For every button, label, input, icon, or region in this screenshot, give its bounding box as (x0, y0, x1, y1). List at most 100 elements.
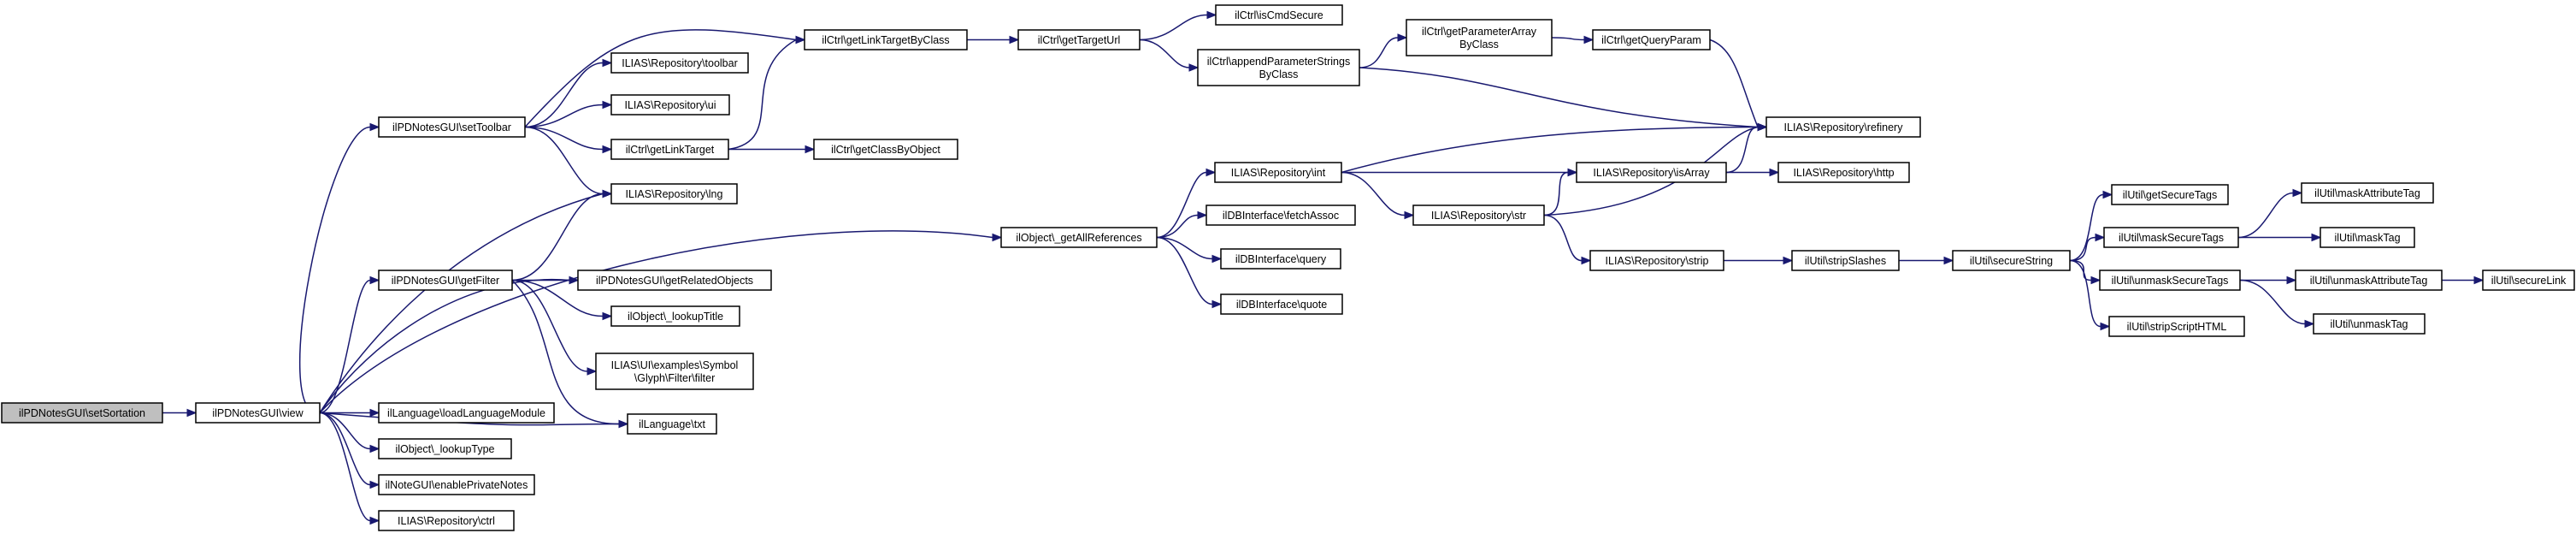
arrowhead (587, 367, 598, 376)
edge-n2-n9 (524, 100, 613, 128)
node-ilias-repository-strip[interactable]: ILIAS\Repository\strip (1589, 250, 1724, 271)
arrowhead (602, 311, 613, 321)
arrowhead (1188, 63, 1200, 72)
node-ilias-repository-ctrl[interactable]: ILIAS\Repository\ctrl (378, 510, 515, 531)
node-ilias-repository-isarray[interactable]: ILIAS\Repository\isArray (1576, 162, 1727, 183)
node-ilctrl-gettargeturl[interactable]: ilCtrl\getTargetUrl (1017, 29, 1141, 50)
edge-n3-n13 (511, 279, 613, 321)
edge-n2-n10 (524, 126, 613, 154)
edge-n1-n12 (319, 276, 580, 413)
node-ilutil-stripslashes[interactable]: ilUtil\stripSlashes (1791, 250, 1900, 271)
node-ilpdnotesgui-view[interactable]: ilPDNotesGUI\view (195, 402, 321, 424)
node-box (378, 116, 526, 138)
node-label: ilUtil\maskSecureTags (2119, 232, 2224, 244)
node-box (1220, 293, 1343, 315)
node-ilctrl-iscmdsecure[interactable]: ilCtrl\isCmdSecure (1215, 4, 1343, 26)
node-label: ilLanguage\txt (639, 418, 705, 430)
edge-n0-n1 (162, 408, 197, 418)
arrowhead (602, 58, 613, 68)
arrowhead (1197, 210, 1208, 220)
node-box (1406, 19, 1553, 56)
node-ilutil-masksecuretags[interactable]: ilUtil\maskSecureTags (2103, 227, 2239, 248)
node-label: ilUtil\unmaskSecureTags (2112, 275, 2229, 287)
edge-n22-n23 (1709, 39, 1768, 132)
edge-n1-n6 (319, 412, 380, 489)
edge-n24-n27 (1156, 236, 1223, 264)
node-box (610, 94, 730, 116)
arrowhead (369, 444, 380, 453)
node-label: ilPDNotesGUI\setToolbar (392, 121, 511, 133)
node-ilctrl-getlinktargetbyclass[interactable]: ilCtrl\getLinkTargetByClass (804, 29, 968, 50)
node-ilutil-securestring[interactable]: ilUtil\secureString (1952, 250, 2071, 271)
node-ilpdnotesgui-settoolbar[interactable]: ilPDNotesGUI\setToolbar (378, 116, 526, 138)
arrowhead (1783, 256, 1794, 265)
node-label: ILIAS\Repository\toolbar (622, 57, 738, 69)
arrowhead (369, 408, 380, 418)
edge-n24-n26 (1156, 210, 1208, 239)
node-box (1765, 116, 1921, 138)
node-ilutil-stripscripthtml[interactable]: ilUtil\stripScriptHTML (2108, 316, 2245, 337)
node-ilutil-unmasktag[interactable]: ilUtil\unmaskTag (2313, 313, 2426, 335)
node-ilutil-masktag[interactable]: ilUtil\maskTag (2320, 227, 2415, 248)
arrowhead (2102, 190, 2113, 199)
node-label: ilUtil\unmaskTag (2330, 318, 2408, 330)
node-ildbinterface-fetchassoc[interactable]: ilDBInterface\fetchAssoc (1205, 204, 1356, 226)
node-ilutil-maskattributetag[interactable]: ilUtil\maskAttributeTag (2301, 182, 2434, 204)
node-ilnotegui-enableprivatenotes[interactable]: ilNoteGUI\enablePrivateNotes (378, 474, 535, 495)
node-illanguage-loadlanguagemodule[interactable]: ilLanguage\loadLanguageModule (378, 402, 555, 424)
node-ilobject-lookuptype[interactable]: ilObject\_lookupType (378, 438, 512, 459)
node-label: ilUtil\stripSlashes (1805, 255, 1886, 267)
node-ilctrl-getqueryparam[interactable]: ilCtrl\getQueryParam (1592, 29, 1711, 50)
node-label: ILIAS\Repository\ui (625, 99, 716, 111)
node-ilctrl-getlinktarget[interactable]: ilCtrl\getLinkTarget (610, 139, 729, 160)
edge-n30-n32 (1543, 214, 1592, 265)
node-box (813, 139, 958, 160)
arrowhead (992, 233, 1003, 242)
arrowhead (805, 145, 816, 154)
arrowhead (1404, 210, 1415, 220)
node-box (577, 270, 772, 291)
node-ilias-repository-refinery[interactable]: ILIAS\Repository\refinery (1765, 116, 1921, 138)
arrowhead (2311, 233, 2322, 242)
node-illanguage-txt[interactable]: ilLanguage\txt (627, 413, 717, 435)
node-ilias-repository-lng[interactable]: ILIAS\Repository\lng (610, 183, 738, 204)
node-ilias-repository-toolbar[interactable]: ILIAS\Repository\toolbar (610, 52, 749, 74)
node-box (2482, 270, 2575, 291)
node-ilias-repository-str[interactable]: ILIAS\Repository\str (1412, 204, 1545, 226)
node-box (1000, 227, 1158, 248)
edge-n25-n30 (1341, 171, 1415, 220)
node-ilutil-getsecuretags[interactable]: ilUtil\getSecureTags (2111, 184, 2229, 205)
node-ildbinterface-quote[interactable]: ilDBInterface\quote (1220, 293, 1343, 315)
node-label: ilPDNotesGUI\getRelatedObjects (596, 275, 753, 287)
node-ilias-repository-http[interactable]: ILIAS\Repository\http (1777, 162, 1910, 183)
node-box (1777, 162, 1910, 183)
node-ildbinterface-query[interactable]: ilDBInterface\query (1220, 248, 1341, 270)
edge-n34-n36 (2069, 233, 2106, 262)
node-ilpdnotesgui-setsortation[interactable]: ilPDNotesGUI\setSortation (1, 402, 163, 424)
edge-n1-n5 (319, 412, 380, 453)
node-ilias-ui-examples-symbol-glyph-filter-filter[interactable]: ILIAS\UI\examples\Symbol\Glyph\Filter\fi… (595, 353, 754, 390)
edge-n1-n2 (298, 122, 380, 414)
node-ilpdnotesgui-getrelatedobjects[interactable]: ilPDNotesGUI\getRelatedObjects (577, 270, 772, 291)
node-label: ilDBInterface\quote (1236, 299, 1327, 311)
node-box (2108, 316, 2245, 337)
node-ilobject-getallreferences[interactable]: ilObject\_getAllReferences (1000, 227, 1158, 248)
node-ilias-repository-ui[interactable]: ILIAS\Repository\ui (610, 94, 730, 116)
node-label: ilPDNotesGUI\getFilter (392, 275, 499, 287)
edge-n30-n29 (1543, 168, 1578, 216)
edge-n34-n38 (2069, 259, 2111, 331)
node-ilutil-securelink[interactable]: ilUtil\secureLink (2482, 270, 2575, 291)
node-box (1215, 4, 1343, 26)
edge-n34-n35 (2069, 190, 2113, 262)
node-box (1197, 49, 1360, 86)
node-ilias-repository-int[interactable]: ILIAS\Repository\int (1214, 162, 1342, 183)
node-ilutil-unmaskattributetag[interactable]: ilUtil\unmaskAttributeTag (2295, 270, 2443, 291)
node-ilctrl-getclassbyobject[interactable]: ilCtrl\getClassByObject (813, 139, 958, 160)
node-ilutil-unmasksecuretags[interactable]: ilUtil\unmaskSecureTags (2099, 270, 2241, 291)
node-ilobject-lookuptitle[interactable]: ilObject\_lookupTitle (610, 305, 740, 327)
arrowhead (369, 480, 380, 489)
node-ilpdnotesgui-getfilter[interactable]: ilPDNotesGUI\getFilter (378, 270, 513, 291)
node-box (610, 183, 738, 204)
